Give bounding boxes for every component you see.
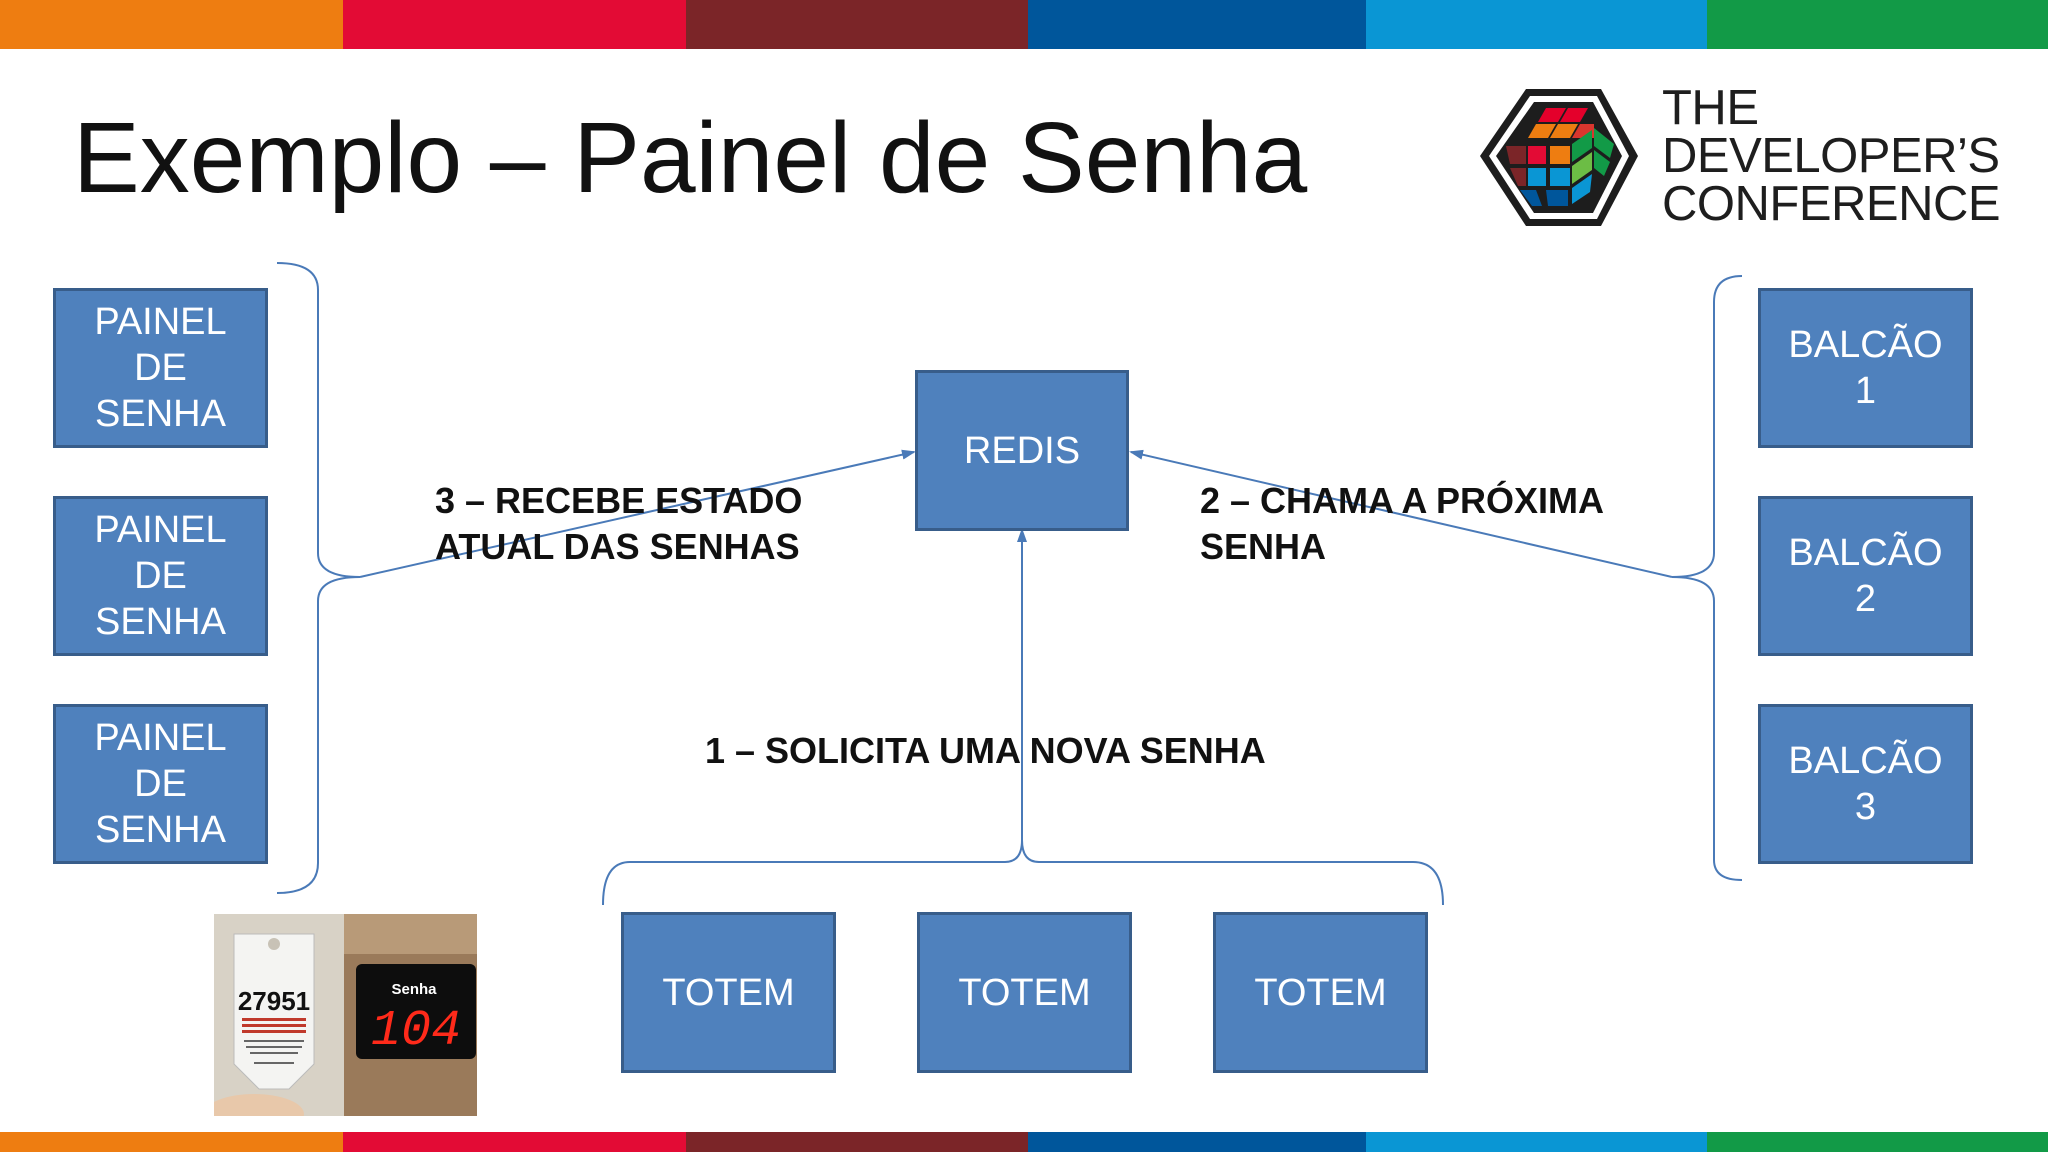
painel-de-senha-box-3: PAINEL DE SENHA [53,704,268,864]
display-number-text: 104 [371,1003,461,1060]
label-step-3: 3 – RECEBE ESTADO ATUAL DAS SENHAS [435,480,803,567]
right-brace [1671,275,1743,881]
totem-box-1: TOTEM [621,912,836,1073]
developers-conference-logo: THE DEVELOPER’S CONFERENCE [1476,84,2001,234]
balcao-box-2: BALCÃO 2 [1758,496,1973,656]
cube-logo-icon [1480,89,1638,226]
label-step-2: 2 – CHAMA A PRÓXIMA SENHA [1200,480,1605,567]
balcao-box-1: BALCÃO 1 [1758,288,1973,448]
balcao-box-3: BALCÃO 3 [1758,704,1973,864]
logo-line-3: CONFERENCE [1662,177,2001,231]
logo-line-2: DEVELOPER’S [1662,129,2000,183]
arrow-step2 [1129,449,1673,578]
slide-title: Exemplo – Painel de Senha [73,102,1308,214]
arrow-step3 [359,449,916,578]
senha-ticket-photo: 27951 Senha 104 [214,914,477,1116]
logo-wordmark: THE DEVELOPER’S CONFERENCE [1662,81,2001,231]
ticket-and-display-image: 27951 Senha 104 [214,914,477,1116]
totem-box-3: TOTEM [1213,912,1428,1073]
footer-color-stripe [0,1132,2048,1152]
bottom-brace [602,839,1444,906]
display-label-text: Senha [391,981,437,998]
header-color-stripe [0,0,2048,49]
painel-de-senha-box-2: PAINEL DE SENHA [53,496,268,656]
painel-de-senha-box-1: PAINEL DE SENHA [53,288,268,448]
logo-line-1: THE [1662,81,1759,135]
redis-box: REDIS [915,370,1129,531]
left-brace [276,262,361,894]
ticket-number-text: 27951 [238,986,310,1016]
label-step-1: 1 – SOLICITA UMA NOVA SENHA [705,730,1266,771]
totem-box-2: TOTEM [917,912,1132,1073]
